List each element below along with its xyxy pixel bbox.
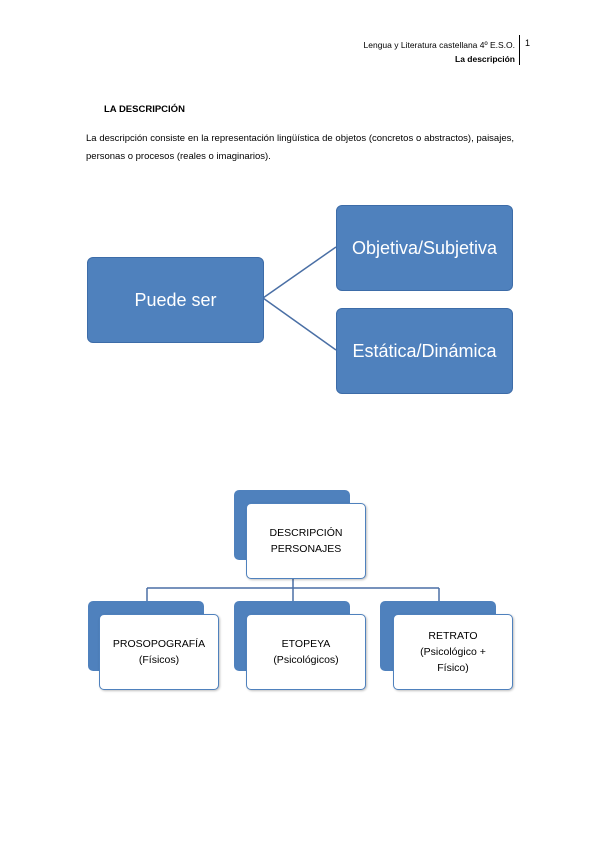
page-number: 1 <box>525 38 531 48</box>
running-header: Lengua y Literatura castellana 4º E.S.O.… <box>364 38 515 66</box>
child-3-line2: (Psicológico + <box>420 646 486 658</box>
diagram1-branch-1-label: Objetiva/Subjetiva <box>351 237 498 258</box>
child-2-line2: (Psicológicos) <box>273 654 339 666</box>
document-title: LA DESCRIPCIÓN <box>104 104 185 115</box>
diagram1-root-box: Puede ser <box>87 257 264 343</box>
child-box-etopeya: ETOPEYA (Psicológicos) <box>246 614 366 690</box>
child-1-line1: PROSOPOGRAFÍA <box>112 638 206 650</box>
child-3-line3: Físico) <box>437 662 469 674</box>
diagram2-root-line1: DESCRIPCIÓN <box>269 527 343 539</box>
diagram1-branch-2-label: Estática/Dinámica <box>352 340 497 361</box>
child-3-line1: RETRATO <box>428 630 478 642</box>
header-section: La descripción <box>455 54 515 64</box>
diagram2-root-line2: PERSONAJES <box>270 543 342 555</box>
connector-lower <box>262 297 337 351</box>
child-box-retrato: RETRATO (Psicológico + Físico) <box>393 614 513 690</box>
header-subject: Lengua y Literatura castellana 4º E.S.O. <box>363 40 515 50</box>
intro-paragraph: La descripción consiste en la representa… <box>86 133 514 162</box>
diagram1-branch-1: Objetiva/Subjetiva <box>336 205 513 291</box>
header-divider <box>519 35 520 65</box>
diagram1-branch-2: Estática/Dinámica <box>336 308 513 394</box>
diagram1-root-label: Puede ser <box>134 289 217 310</box>
child-1-line2: (Físicos) <box>138 654 180 666</box>
connector-upper <box>262 246 337 299</box>
child-2-line1: ETOPEYA <box>281 638 331 650</box>
diagram2-root-box: DESCRIPCIÓN PERSONAJES <box>246 503 366 579</box>
child-box-prosopografia: PROSOPOGRAFÍA (Físicos) <box>99 614 219 690</box>
